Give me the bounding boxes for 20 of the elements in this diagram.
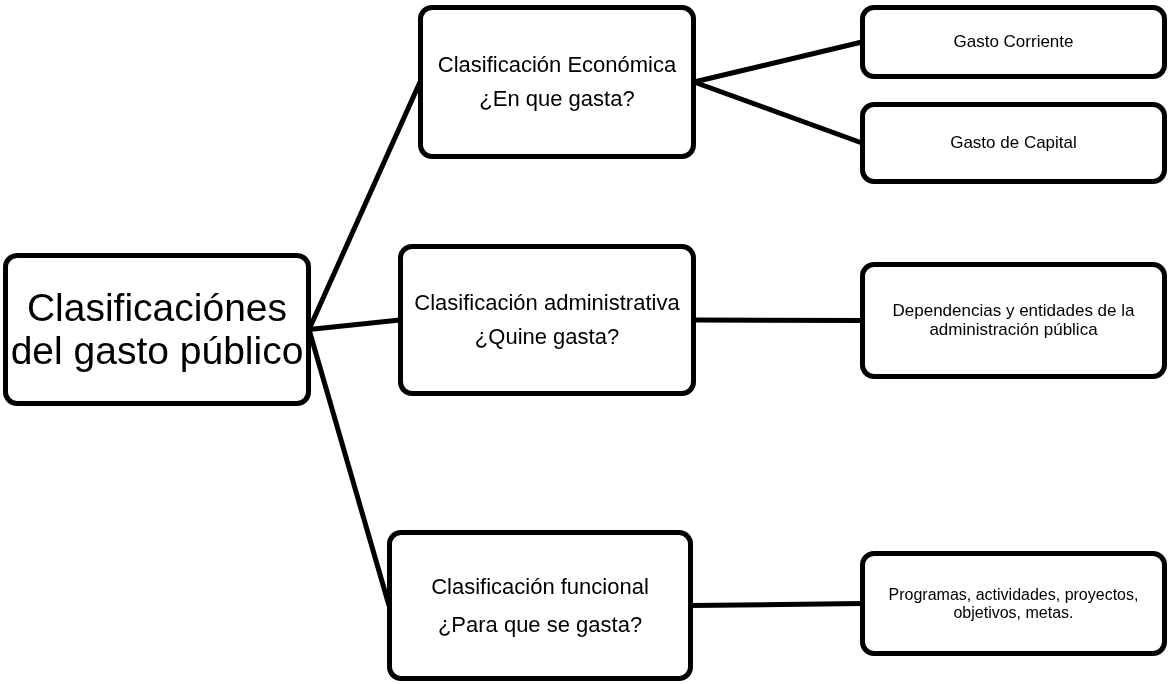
rounded-box xyxy=(398,244,696,396)
box-title: Gasto de Capital xyxy=(950,133,1077,153)
rounded-box xyxy=(418,5,696,159)
rounded-box xyxy=(387,530,693,681)
box-title: Clasificación administrativa xyxy=(414,291,680,315)
connector-line xyxy=(694,317,862,323)
rounded-box xyxy=(860,5,1167,79)
rounded-box xyxy=(3,253,311,406)
box-title: Programas, actividades, proyectos, objetivos, metas. xyxy=(887,586,1140,621)
box-question: ¿Para que se gasta? xyxy=(437,612,643,637)
box-title: Dependencias y entidades de la administración pública xyxy=(891,302,1136,339)
rounded-box xyxy=(860,262,1167,379)
box-question: ¿Quine gasta? xyxy=(474,325,620,349)
rounded-box xyxy=(860,102,1167,184)
rounded-box xyxy=(860,551,1167,656)
box-question: ¿En que gasta? xyxy=(479,87,635,111)
box-title: Clasificación Económica xyxy=(437,53,677,77)
box-title: Clasificaciónes del gasto público xyxy=(9,287,305,372)
box-title: Clasificación funcional xyxy=(431,574,649,599)
box-title: Gasto Corriente xyxy=(953,32,1074,52)
